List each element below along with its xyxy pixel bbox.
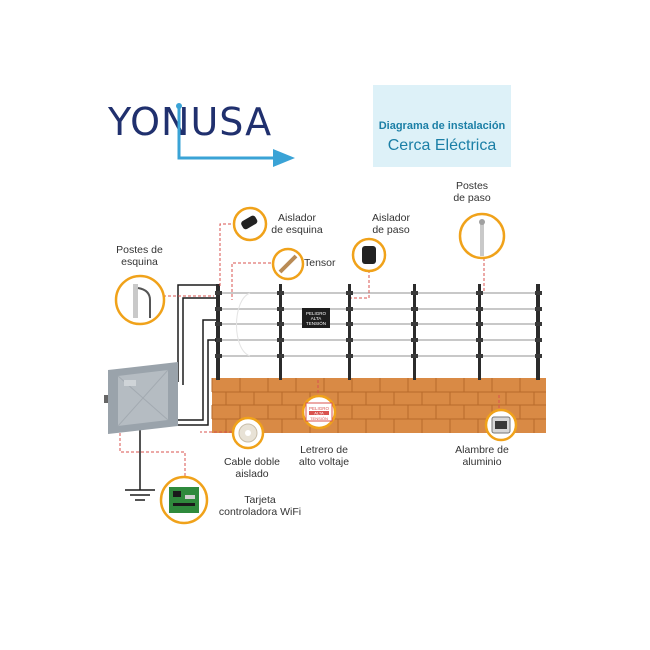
brand-name: YONUSA: [108, 100, 273, 144]
wire-insulator: [411, 338, 418, 342]
line-post: [413, 284, 416, 380]
wire-insulator: [535, 307, 542, 311]
callout-leaders: [119, 223, 500, 478]
corner-post: [536, 284, 540, 380]
wire-insulator: [215, 338, 222, 342]
wire-insulator: [476, 322, 483, 326]
energizer-box: [104, 362, 178, 434]
sign-icon-line1: PELIGRO: [309, 406, 330, 411]
wire-insulator: [346, 322, 353, 326]
corner-post-icon: [133, 284, 151, 318]
wire-insulator: [277, 307, 284, 311]
tensor-icon: [278, 254, 298, 274]
wire-insulator: [411, 291, 418, 295]
line-post-icon: [479, 219, 485, 256]
label-corner-posts: Postes de esquina: [116, 244, 163, 268]
fence-sign-line1: PELIGRO: [306, 311, 327, 316]
wire-insulator: [215, 291, 222, 295]
wire-insulator: [411, 354, 418, 358]
corner-post: [216, 284, 220, 380]
wire-insulator: [215, 307, 222, 311]
label-aluminum-wire: Alambre de aluminio: [455, 444, 509, 468]
wire-insulator: [277, 354, 284, 358]
wire-insulator: [277, 291, 284, 295]
fence-warning-sign: PELIGRO ALTA TENSIÓN: [302, 308, 330, 328]
brand-logo: YONUSA: [108, 100, 308, 170]
label-wifi-board: Tarjeta controladora WiFi: [218, 494, 302, 518]
label-cable: Cable doble aislado: [223, 456, 281, 480]
label-sign: Letrero de alto voltaje: [298, 444, 350, 468]
wire-insulator: [535, 338, 542, 342]
label-line-insulator: Aislador de paso: [372, 212, 410, 236]
wire-insulator: [277, 322, 284, 326]
callout-corner-posts: [114, 274, 166, 326]
logo-arrow-icon: [176, 103, 295, 167]
fence-sign-line3: TENSIÓN: [306, 320, 326, 326]
wire-insulator: [476, 338, 483, 342]
cable-roll-icon: [238, 423, 258, 443]
corner-insulator-icon: [241, 215, 258, 230]
wire-insulator: [476, 291, 483, 295]
diagram-title: Cerca Eléctrica: [387, 137, 497, 154]
line-insulator-icon: [362, 246, 376, 264]
line-post: [279, 284, 282, 380]
fence-posts: [216, 284, 540, 380]
connection-cables: [125, 284, 216, 501]
wire-insulator: [346, 291, 353, 295]
label-corner-insulator: Aislador de esquina: [271, 212, 323, 236]
wire-insulator: [535, 291, 542, 295]
sign-icon: PELIGRO ALTA TENSIÓN: [305, 402, 333, 422]
diagram-subtitle: Diagrama de instalación: [378, 120, 506, 132]
fence-wires: [218, 292, 540, 357]
wire-insulator: [346, 354, 353, 358]
fence-sign-line2: ALTA: [311, 316, 322, 321]
wire-insulator: [535, 322, 542, 326]
wire-insulator: [476, 307, 483, 311]
wire-insulator: [346, 307, 353, 311]
wire-insulator: [535, 354, 542, 358]
sign-icon-line2: ALTA: [314, 411, 324, 416]
line-post: [478, 284, 481, 380]
wire-insulator: [277, 338, 284, 342]
line-post: [348, 284, 351, 380]
wifi-board-icon: [169, 487, 199, 513]
wire-insulator: [215, 354, 222, 358]
aluminum-wire-icon: [491, 416, 511, 434]
wire-insulator: [476, 354, 483, 358]
wire-insulator: [215, 322, 222, 326]
sign-icon-line3: TENSIÓN: [310, 416, 328, 421]
wire-insulator: [411, 307, 418, 311]
wire-insulator: [346, 338, 353, 342]
label-tensor: Tensor: [304, 257, 336, 269]
diagram-title-box: Diagrama de instalación Cerca Eléctrica: [373, 85, 511, 167]
label-line-posts: Postes de paso: [453, 180, 491, 204]
wire-insulator: [411, 322, 418, 326]
